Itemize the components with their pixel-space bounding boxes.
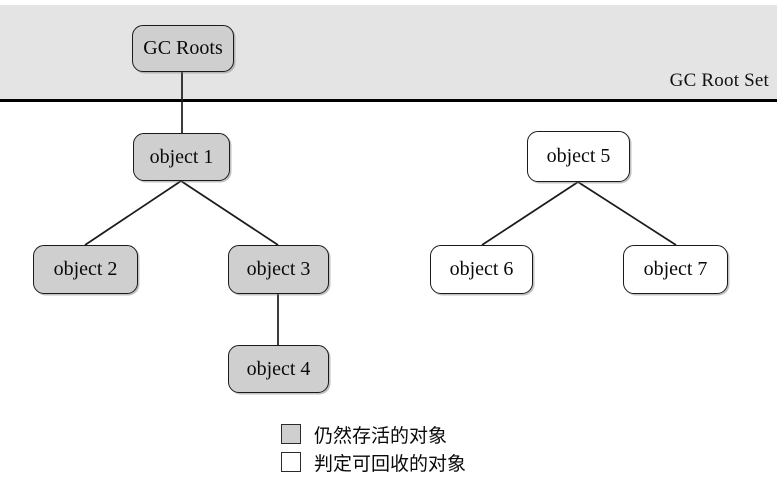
node-object-2[interactable]: object 2 <box>33 245 138 294</box>
legend-label-alive: 仍然存活的对象 <box>314 424 448 447</box>
edge-object-5-object-6 <box>481 181 579 246</box>
legend-item-alive: 仍然存活的对象 <box>281 420 466 448</box>
node-object-2-label: object 2 <box>53 258 118 280</box>
node-object-3[interactable]: object 3 <box>228 245 329 294</box>
legend: 仍然存活的对象 判定可回收的对象 <box>281 420 466 476</box>
legend-swatch-alive-icon <box>281 424 301 444</box>
node-gc-roots-label: GC Roots <box>143 37 223 59</box>
node-object-1[interactable]: object 1 <box>133 133 230 181</box>
edge-object-5-object-7 <box>577 181 677 246</box>
node-gc-roots[interactable]: GC Roots <box>132 25 234 72</box>
gc-root-set-band <box>0 5 777 99</box>
node-object-7[interactable]: object 7 <box>623 245 728 294</box>
node-object-5[interactable]: object 5 <box>527 131 630 182</box>
node-object-5-label: object 5 <box>546 145 611 167</box>
legend-item-dead: 判定可回收的对象 <box>281 448 466 476</box>
node-object-7-label: object 7 <box>643 258 708 280</box>
node-object-6[interactable]: object 6 <box>430 245 533 294</box>
edge-object-1-object-3 <box>180 180 279 246</box>
node-object-1-label: object 1 <box>149 145 214 168</box>
node-object-3-label: object 3 <box>246 258 311 280</box>
legend-swatch-dead-icon <box>281 452 301 472</box>
node-object-4-label: object 4 <box>246 357 311 380</box>
gc-root-set-divider <box>0 99 777 102</box>
gc-root-set-label: GC Root Set <box>669 70 769 91</box>
node-object-6-label: object 6 <box>449 258 514 280</box>
edge-object-1-object-2 <box>84 180 182 246</box>
node-object-4[interactable]: object 4 <box>228 345 329 393</box>
legend-label-dead: 判定可回收的对象 <box>314 452 467 475</box>
